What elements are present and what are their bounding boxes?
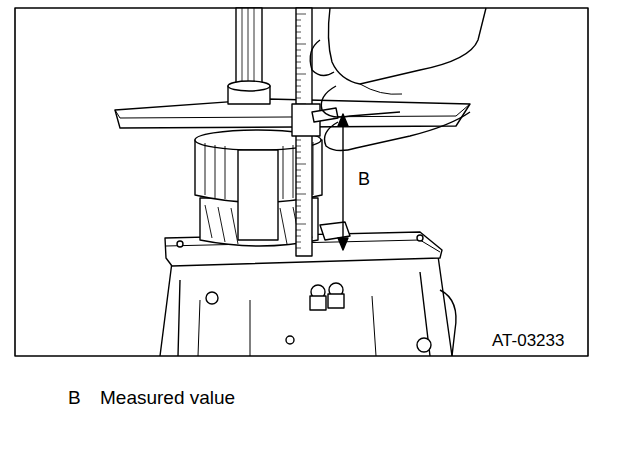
figure-frame <box>15 8 588 356</box>
hand <box>321 86 400 117</box>
output-shaft <box>242 8 254 90</box>
transmission-case <box>177 241 183 247</box>
ruler-tick <box>296 44 306 45</box>
ruler-tick <box>296 14 306 15</box>
ruler-tick <box>296 218 301 219</box>
figure-code: AT-03233 <box>490 332 566 351</box>
dimension-arrow <box>338 238 348 250</box>
ruler-tick <box>296 146 301 147</box>
ruler-tick <box>296 158 301 159</box>
transmission-case <box>417 235 423 241</box>
ruler-tick <box>296 152 301 153</box>
ruler-tick <box>296 230 301 231</box>
ruler-tick <box>296 32 301 33</box>
ruler-tick <box>296 248 301 249</box>
ruler-tick <box>296 194 306 195</box>
transmission-case <box>160 256 452 356</box>
transmission-illustration <box>15 8 588 356</box>
hand <box>310 8 486 151</box>
transmission-case <box>286 336 294 344</box>
ruler-tick <box>296 176 301 177</box>
ruler-tick <box>296 50 301 51</box>
hand <box>325 112 471 151</box>
dimension-arrow <box>342 120 343 244</box>
legend-key: B <box>68 388 81 409</box>
hand <box>360 84 402 94</box>
ruler-tick <box>296 236 301 237</box>
output-shaft <box>228 8 270 104</box>
ruler-tick <box>296 98 301 99</box>
ruler-tick <box>296 242 301 243</box>
ruler-tick <box>296 20 301 21</box>
transmission-case <box>310 296 326 310</box>
depth-gauge <box>292 8 338 256</box>
dimension-arrow <box>338 114 348 250</box>
ruler-tick <box>296 140 301 141</box>
ruler-tick <box>296 68 301 69</box>
transmission-case <box>440 290 456 356</box>
ruler-tick <box>296 74 306 75</box>
legend-description: Measured value <box>100 388 235 409</box>
transmission-case <box>417 338 431 352</box>
ruler-tick <box>296 224 306 225</box>
hand <box>328 8 486 84</box>
ruler-tick <box>296 188 301 189</box>
ruler-tick <box>296 92 301 93</box>
ruler-tick <box>296 182 301 183</box>
ruler-tick <box>296 212 301 213</box>
ruler-tick <box>296 206 301 207</box>
ruler-tick <box>296 164 306 165</box>
hand <box>310 40 334 76</box>
dimension-label: B <box>356 170 372 190</box>
ruler-tick <box>296 56 301 57</box>
ruler-tick <box>296 26 301 27</box>
ruler-tick <box>296 200 301 201</box>
output-shaft <box>228 81 270 91</box>
transmission-case <box>206 292 218 304</box>
ruler-tick <box>296 170 301 171</box>
ruler-tick <box>296 86 301 87</box>
transmission-case <box>328 294 344 308</box>
ruler-tick <box>296 38 301 39</box>
depth-gauge <box>312 108 338 122</box>
gear-stack <box>238 150 278 240</box>
dimension-arrow <box>338 114 348 126</box>
transmission-case <box>198 296 376 356</box>
ruler-tick <box>296 80 301 81</box>
ruler-tick <box>296 62 301 63</box>
